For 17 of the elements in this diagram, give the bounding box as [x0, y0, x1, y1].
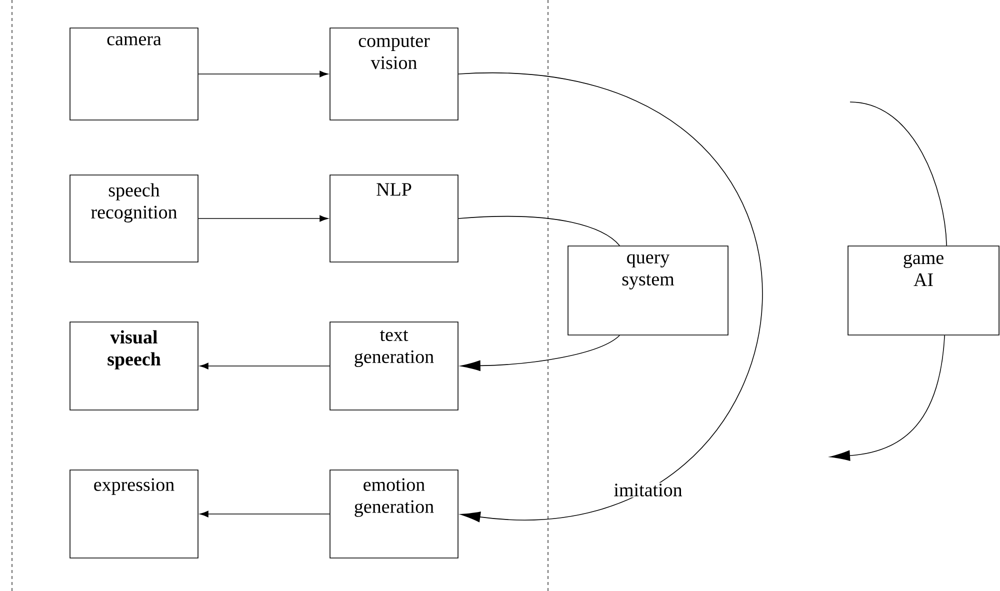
process-box: query system — [568, 246, 728, 336]
arrow — [200, 362, 330, 370]
text-label: imitation — [612, 482, 684, 498]
process-box: camera — [70, 28, 198, 120]
process-box: computer vision — [330, 28, 458, 120]
arrow — [200, 510, 330, 518]
process-box: game AI — [848, 246, 1000, 336]
arrow — [198, 215, 328, 222]
process-box: speech recognition — [70, 174, 198, 262]
process-box: NLP — [330, 174, 458, 262]
process-box: emotion generation — [330, 470, 458, 558]
process-box: expression — [70, 470, 198, 558]
arrow — [460, 335, 620, 372]
arrow — [830, 335, 946, 461]
process-box: visual speech — [70, 322, 198, 410]
arrow — [198, 70, 328, 78]
process-box: text generation — [330, 322, 458, 410]
